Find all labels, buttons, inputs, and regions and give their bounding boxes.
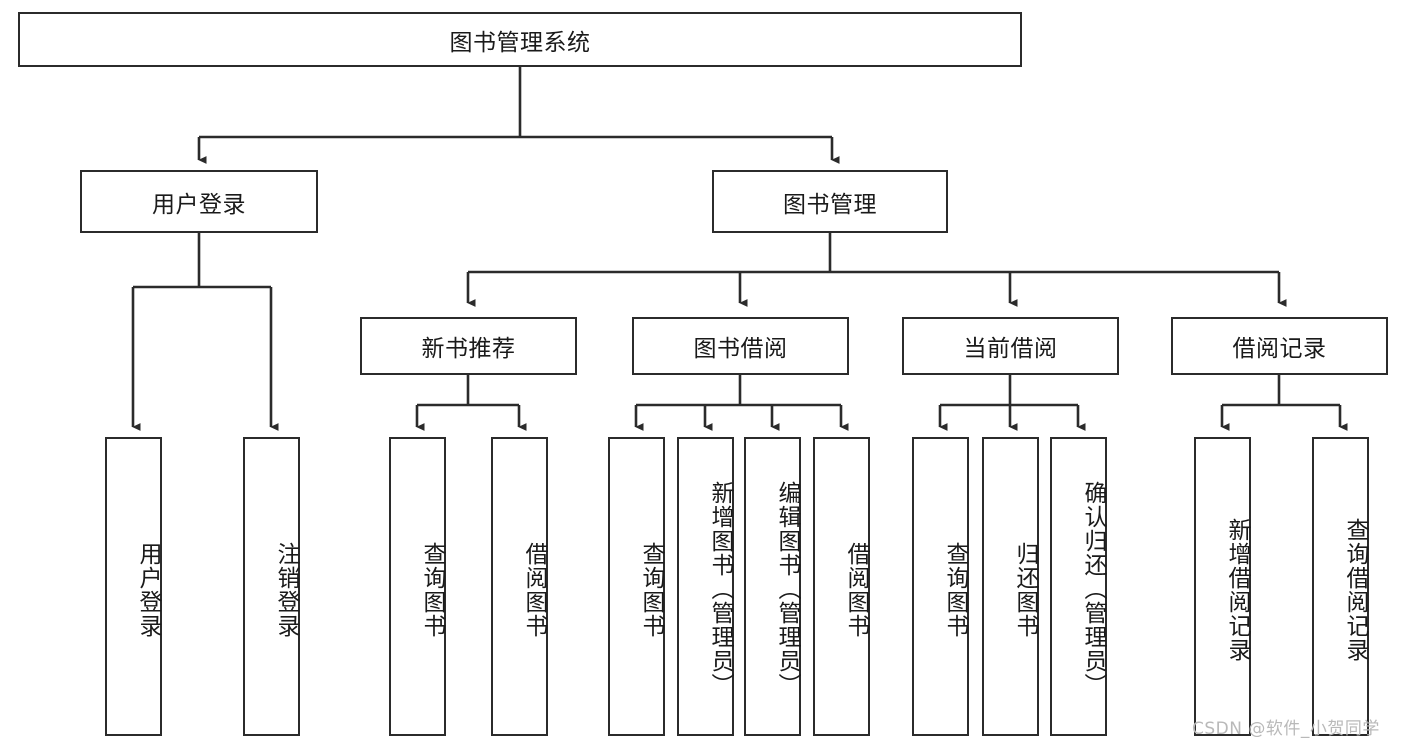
- node-user-login[interactable]: 用户登录: [80, 170, 318, 233]
- node-label: 注销登录: [273, 541, 299, 638]
- node-label: 查询图书: [419, 541, 445, 638]
- node-borrow-record[interactable]: 借阅记录: [1171, 317, 1388, 375]
- leaf-query-book-2[interactable]: 查询图书: [608, 437, 665, 736]
- node-label: 新书推荐: [421, 336, 516, 362]
- leaf-query-record[interactable]: 查询借阅记录: [1312, 437, 1369, 736]
- node-label: 用户登录: [152, 191, 246, 218]
- node-label: 借阅记录: [1232, 336, 1327, 362]
- node-new-book-recommend[interactable]: 新书推荐: [360, 317, 577, 375]
- node-label: 图书借阅: [693, 336, 788, 362]
- watermark-text: CSDN @软件_小贺同学: [1192, 719, 1380, 739]
- leaf-edit-book[interactable]: 编辑图书（管理员）: [744, 437, 801, 736]
- node-book-borrow[interactable]: 图书借阅: [632, 317, 849, 375]
- leaf-return-book[interactable]: 归还图书: [982, 437, 1039, 736]
- node-label: 借阅图书: [521, 541, 547, 638]
- node-label: 确认归还（管理员）: [1080, 480, 1106, 697]
- leaf-add-record[interactable]: 新增借阅记录: [1194, 437, 1251, 736]
- node-root-book-management-system[interactable]: 图书管理系统: [18, 12, 1022, 67]
- leaf-borrow-book-2[interactable]: 借阅图书: [813, 437, 870, 736]
- leaf-logout[interactable]: 注销登录: [243, 437, 300, 736]
- node-label: 当前借阅: [963, 336, 1058, 362]
- leaf-borrow-book-1[interactable]: 借阅图书: [491, 437, 548, 736]
- leaf-query-book-3[interactable]: 查询图书: [912, 437, 969, 736]
- node-label: 图书管理系统: [449, 29, 591, 56]
- node-label: 查询图书: [638, 541, 664, 638]
- leaf-user-login[interactable]: 用户登录: [105, 437, 162, 736]
- node-current-borrow[interactable]: 当前借阅: [902, 317, 1119, 375]
- node-label: 图书管理: [783, 191, 877, 218]
- node-label: 用户登录: [135, 541, 161, 638]
- leaf-query-book-1[interactable]: 查询图书: [389, 437, 446, 736]
- node-label: 归还图书: [1012, 541, 1038, 638]
- leaf-confirm-return[interactable]: 确认归还（管理员）: [1050, 437, 1107, 736]
- node-label: 编辑图书（管理员）: [774, 480, 800, 697]
- node-book-management[interactable]: 图书管理: [712, 170, 948, 233]
- node-label: 查询借阅记录: [1342, 517, 1368, 662]
- node-label: 新增借阅记录: [1224, 517, 1250, 662]
- node-label: 查询图书: [942, 541, 968, 638]
- leaf-add-book[interactable]: 新增图书（管理员）: [677, 437, 734, 736]
- node-label: 借阅图书: [843, 541, 869, 638]
- node-label: 新增图书（管理员）: [707, 480, 733, 697]
